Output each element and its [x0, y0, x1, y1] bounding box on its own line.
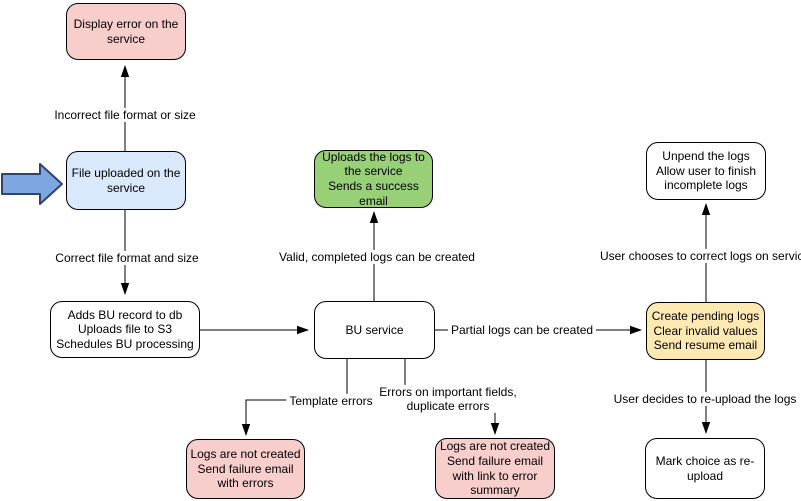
node-display-error: Display error on the service [66, 3, 186, 60]
node-logs-not-created-errors: Logs are not created Send failure email … [186, 439, 305, 499]
edge-label-correct-format: Correct file format and size [52, 250, 202, 266]
edge-label-user-reuploads: User decides to re-upload the logs [610, 391, 800, 407]
edge-label-valid-logs: Valid, completed logs can be created [276, 249, 478, 265]
edge-label-important-fields: Errors on important fields, duplicate er… [376, 384, 520, 414]
node-create-pending-logs: Create pending logs Clear invalid values… [646, 302, 765, 360]
node-adds-bu-record: Adds BU record to db Uploads file to S3 … [50, 301, 200, 358]
start-pointer-arrow-icon [1, 163, 63, 205]
edge-label-template-errors: Template errors [286, 393, 376, 409]
node-mark-reupload: Mark choice as re- upload [645, 438, 765, 499]
edge-label-partial-logs: Partial logs can be created [447, 322, 597, 338]
edge-label-incorrect-format: Incorrect file format or size [51, 107, 199, 123]
node-file-uploaded: File uploaded on the service [66, 151, 186, 210]
node-uploads-logs: Uploads the logs to the service Sends a … [314, 150, 433, 208]
node-unpend-logs: Unpend the logs Allow user to finish inc… [646, 142, 766, 200]
node-bu-service: BU service [314, 301, 435, 359]
node-logs-not-created-summary: Logs are not created Send failure email … [435, 438, 555, 499]
edge-label-user-corrects: User chooses to correct logs on service [596, 248, 801, 264]
